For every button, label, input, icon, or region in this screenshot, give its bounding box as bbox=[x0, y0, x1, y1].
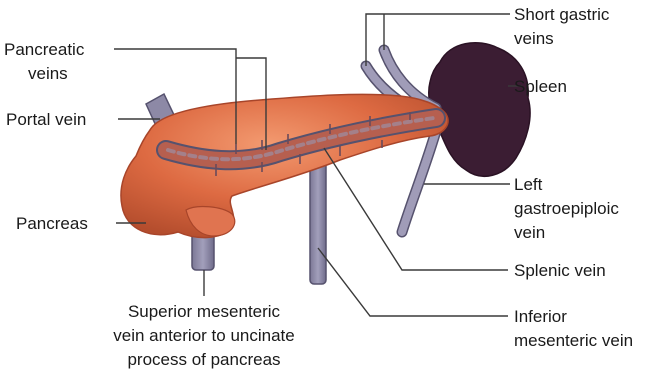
label-portal-vein: Portal vein bbox=[6, 110, 86, 129]
svg-text:process of pancreas: process of pancreas bbox=[127, 350, 280, 369]
svg-text:Left: Left bbox=[514, 175, 543, 194]
svg-text:Portal vein: Portal vein bbox=[6, 110, 86, 129]
label-lge-line2: gastroepiploic bbox=[514, 199, 619, 218]
label-left-gastroepiploic-vein: Left gastroepiploic vein bbox=[514, 175, 619, 242]
label-short-gastric-veins: Short gastric veins bbox=[514, 5, 610, 48]
svg-text:Spleen: Spleen bbox=[514, 77, 567, 96]
svg-text:Pancreatic: Pancreatic bbox=[4, 40, 85, 59]
label-lge-line1: Left bbox=[514, 175, 543, 194]
label-splenic-line1: Splenic vein bbox=[514, 261, 606, 280]
label-inferior-mesenteric-vein: Inferior mesenteric vein bbox=[514, 307, 633, 350]
label-imv-line2: mesenteric vein bbox=[514, 331, 633, 350]
svg-text:veins: veins bbox=[514, 29, 554, 48]
label-spleen: Spleen bbox=[514, 77, 567, 96]
label-short-gastric-line2: veins bbox=[514, 29, 554, 48]
svg-text:Inferior: Inferior bbox=[514, 307, 567, 326]
label-smv-line1: Superior mesenteric bbox=[128, 302, 281, 321]
label-pancreatic-line2: veins bbox=[28, 64, 68, 83]
label-pancreatic-veins: Pancreatic veins bbox=[4, 40, 85, 83]
label-pancreas-line1: Pancreas bbox=[16, 214, 88, 233]
spleen-shape bbox=[429, 43, 530, 177]
label-pancreatic-line1: Pancreatic bbox=[4, 40, 85, 59]
label-spleen-line1: Spleen bbox=[514, 77, 567, 96]
svg-text:vein: vein bbox=[514, 223, 545, 242]
label-splenic-vein: Splenic vein bbox=[514, 261, 606, 280]
label-imv-line1: Inferior bbox=[514, 307, 567, 326]
label-smv-line2: vein anterior to uncinate bbox=[113, 326, 294, 345]
label-superior-mesenteric-vein: Superior mesenteric vein anterior to unc… bbox=[113, 302, 294, 369]
svg-text:veins: veins bbox=[28, 64, 68, 83]
svg-text:Short gastric: Short gastric bbox=[514, 5, 610, 24]
label-short-gastric-line1: Short gastric bbox=[514, 5, 610, 24]
svg-text:Pancreas: Pancreas bbox=[16, 214, 88, 233]
svg-text:vein anterior to uncinate: vein anterior to uncinate bbox=[113, 326, 294, 345]
label-pancreas: Pancreas bbox=[16, 214, 88, 233]
leader-inferior-mesenteric bbox=[318, 248, 508, 316]
label-portal-line1: Portal vein bbox=[6, 110, 86, 129]
label-smv-line3: process of pancreas bbox=[127, 350, 280, 369]
svg-text:gastroepiploic: gastroepiploic bbox=[514, 199, 619, 218]
svg-text:Superior mesenteric: Superior mesenteric bbox=[128, 302, 281, 321]
svg-text:mesenteric vein: mesenteric vein bbox=[514, 331, 633, 350]
svg-text:Splenic vein: Splenic vein bbox=[514, 261, 606, 280]
label-lge-line3: vein bbox=[514, 223, 545, 242]
